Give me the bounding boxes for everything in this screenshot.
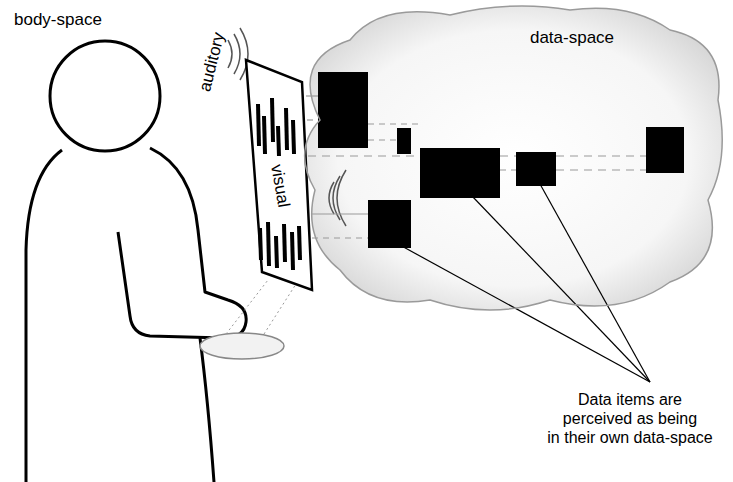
body-outline xyxy=(26,150,62,482)
display-bar xyxy=(292,232,293,270)
mouse-link xyxy=(226,280,268,334)
display-bar xyxy=(276,236,277,268)
callout-line: in their own data-space xyxy=(535,428,725,447)
cloud-fill xyxy=(305,6,723,310)
region-label: data-space xyxy=(530,28,614,48)
callout-text: Data items are perceived as being in the… xyxy=(535,390,725,448)
mouse-link xyxy=(264,284,296,334)
region-label: body-space xyxy=(14,10,102,30)
display-bar xyxy=(286,108,287,150)
display-screen: visual xyxy=(244,46,316,294)
leader-lines xyxy=(398,184,650,382)
display-bar xyxy=(264,116,265,154)
display-bar xyxy=(258,104,259,146)
mouse xyxy=(200,333,284,359)
display-bar xyxy=(268,222,269,266)
display-bar xyxy=(278,126,279,156)
data-items xyxy=(318,72,684,248)
head-outline xyxy=(50,41,160,151)
display-bar xyxy=(293,120,294,154)
display-bar xyxy=(260,228,261,260)
callout-line: Data items are xyxy=(535,390,725,409)
display-bar xyxy=(299,226,300,260)
callout-line: perceived as being xyxy=(535,409,725,428)
data-space-cloud: data-space xyxy=(290,0,730,320)
arm-outline xyxy=(118,148,246,338)
modality-label: auditory xyxy=(195,30,229,93)
node-outline xyxy=(290,0,730,320)
body-outline xyxy=(200,338,214,482)
display-bar xyxy=(284,224,285,262)
cloud-outline xyxy=(305,6,723,310)
screen-outline xyxy=(246,60,312,290)
display-bar xyxy=(272,98,273,142)
